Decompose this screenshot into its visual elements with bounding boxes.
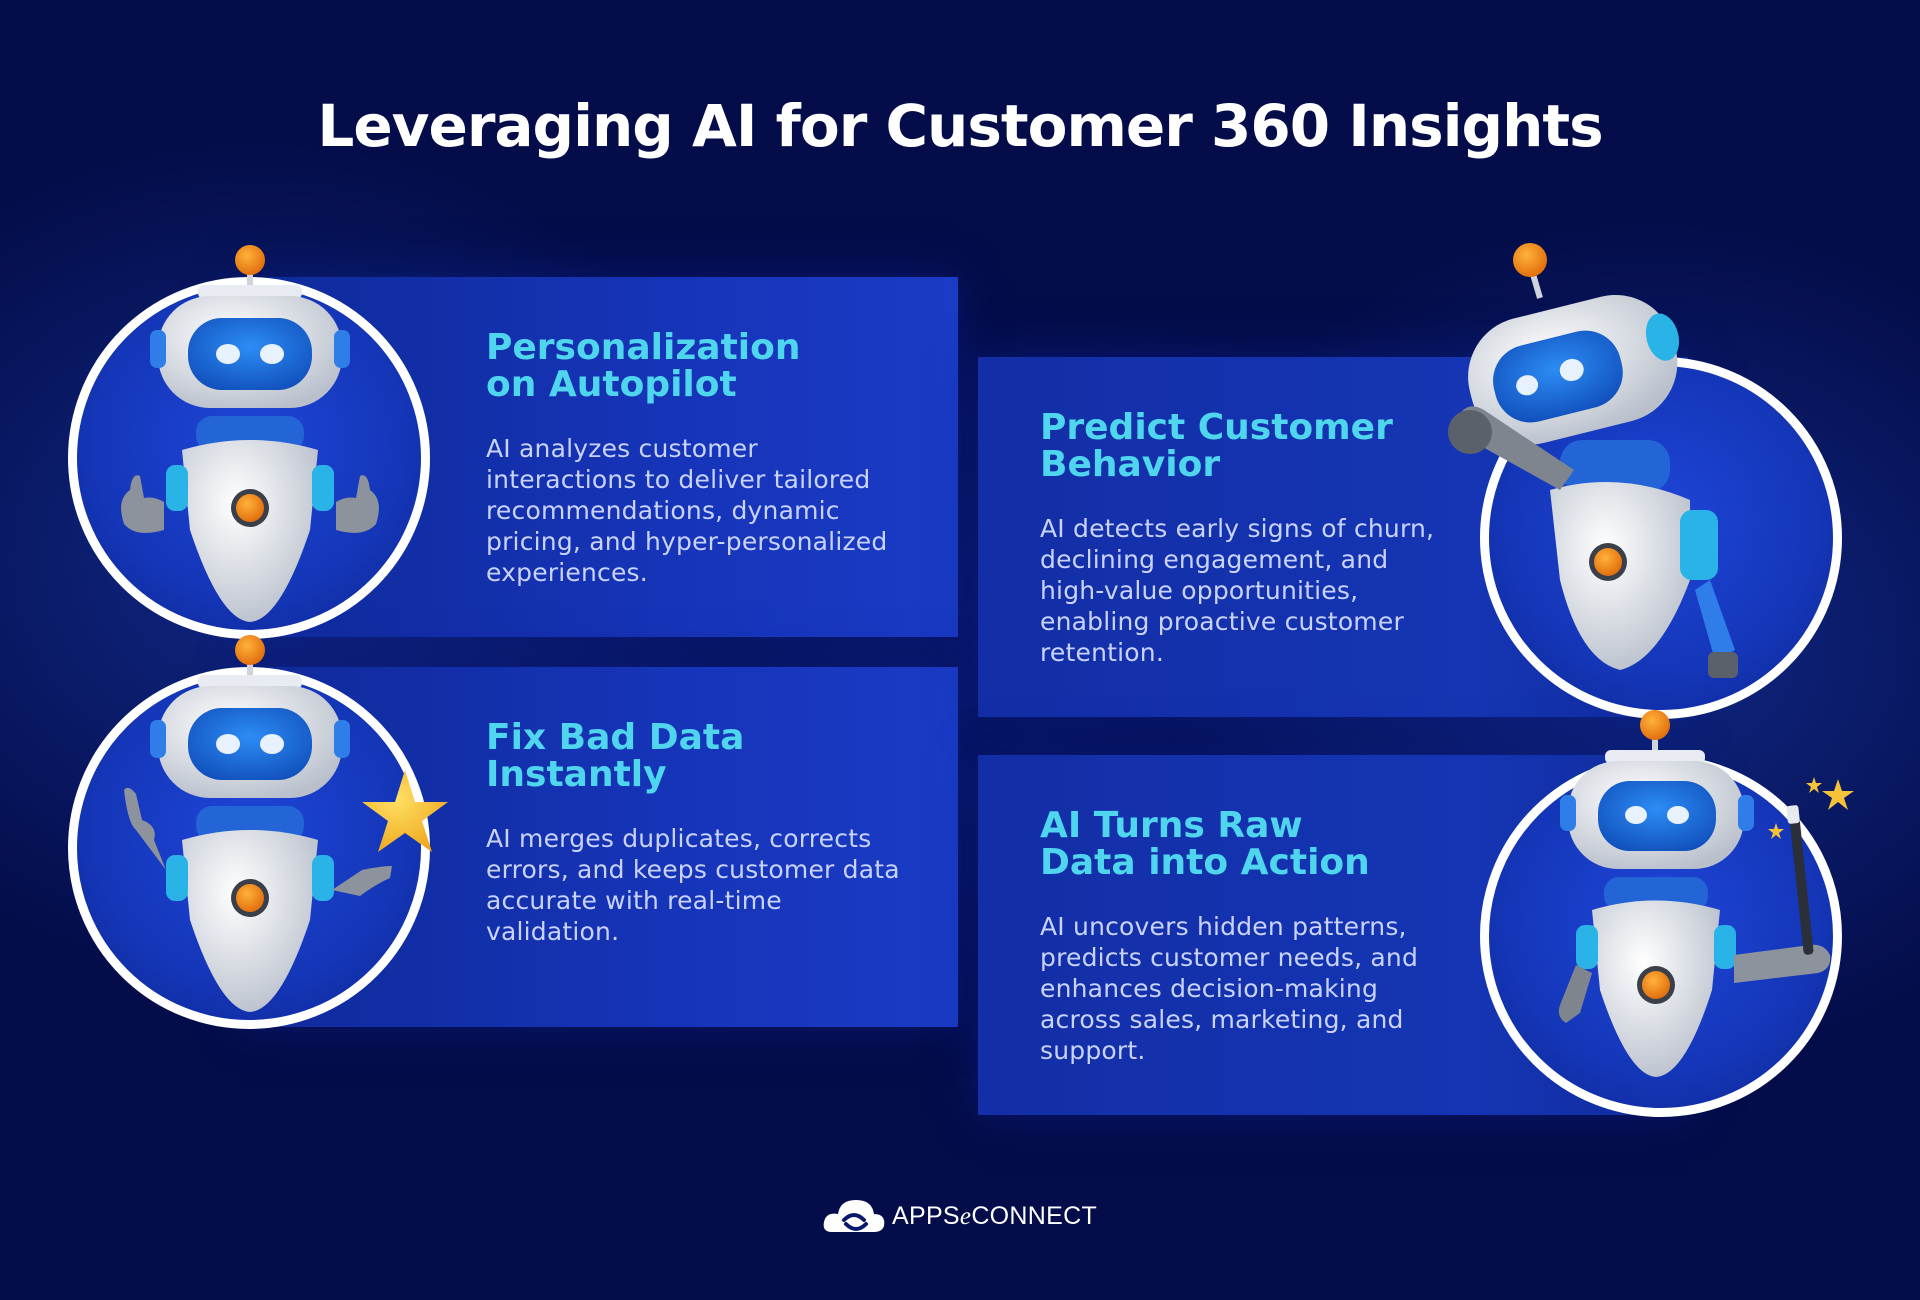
card-title: AI Turns Raw Data into Action <box>1040 807 1370 881</box>
card-title: Predict Customer Behavior <box>1040 409 1393 483</box>
card-body: AI analyzes customer interactions to del… <box>486 433 887 588</box>
card-body-line: enhances decision-making <box>1040 974 1379 1003</box>
card-body-line: enabling proactive customer <box>1040 607 1404 636</box>
card-body-line: validation. <box>486 917 620 946</box>
card-body-line: retention. <box>1040 638 1164 667</box>
card-title-line: Fix Bad Data <box>486 717 745 758</box>
card-title-line: Instantly <box>486 754 667 795</box>
card-body-line: high-value opportunities, <box>1040 576 1359 605</box>
card-body-line: predicts customer needs, and <box>1040 943 1419 972</box>
page-title: Leveraging AI for Customer 360 Insights <box>317 92 1603 160</box>
logo-text-apps: APPS <box>892 1201 960 1230</box>
card-body: AI merges duplicates, corrects errors, a… <box>486 823 900 947</box>
card-title-line: Behavior <box>1040 444 1221 485</box>
card-title-line: Predict Customer <box>1040 407 1393 448</box>
logo-text: APPSeCONNECT <box>892 1202 1097 1231</box>
card-body-line: across sales, marketing, and <box>1040 1005 1404 1034</box>
robot-thumbs-up-icon <box>121 245 379 622</box>
card-body-line: experiences. <box>486 558 648 587</box>
card-body-line: AI uncovers hidden patterns, <box>1040 912 1407 941</box>
card-body-line: pricing, and hyper-personalized <box>486 527 888 556</box>
card-body-line: support. <box>1040 1036 1146 1065</box>
card-body-line: AI merges duplicates, corrects <box>486 824 872 853</box>
card-body-line: declining engagement, and <box>1040 545 1389 574</box>
card-title-line: Data into Action <box>1040 842 1370 883</box>
card-body-line: accurate with real-time <box>486 886 782 915</box>
card-body: AI uncovers hidden patterns, predicts cu… <box>1040 911 1418 1066</box>
card-title-line: on Autopilot <box>486 364 737 405</box>
brand-logo: APPSeCONNECT <box>822 1196 1097 1236</box>
card-title: Fix Bad Data Instantly <box>486 719 744 793</box>
card-title-line: Personalization <box>486 327 801 368</box>
card-body-line: interactions to deliver tailored <box>486 465 871 494</box>
robot-magic-wand-icon <box>1558 710 1854 1077</box>
card-title: Personalization on Autopilot <box>486 329 800 403</box>
robot-waving-icon <box>1448 243 1738 678</box>
logo-text-e: e <box>959 1202 972 1230</box>
robot-star-icon <box>124 635 448 1012</box>
card-title-line: AI Turns Raw <box>1040 805 1303 846</box>
card-body-line: errors, and keeps customer data <box>486 855 900 884</box>
card-body-line: AI analyzes customer <box>486 434 758 463</box>
card-body: AI detects early signs of churn, declini… <box>1040 513 1434 668</box>
logo-text-connect: CONNECT <box>971 1201 1098 1230</box>
card-body-line: recommendations, dynamic <box>486 496 840 525</box>
cloud-logo-icon <box>823 1200 885 1232</box>
card-body-line: AI detects early signs of churn, <box>1040 514 1435 543</box>
